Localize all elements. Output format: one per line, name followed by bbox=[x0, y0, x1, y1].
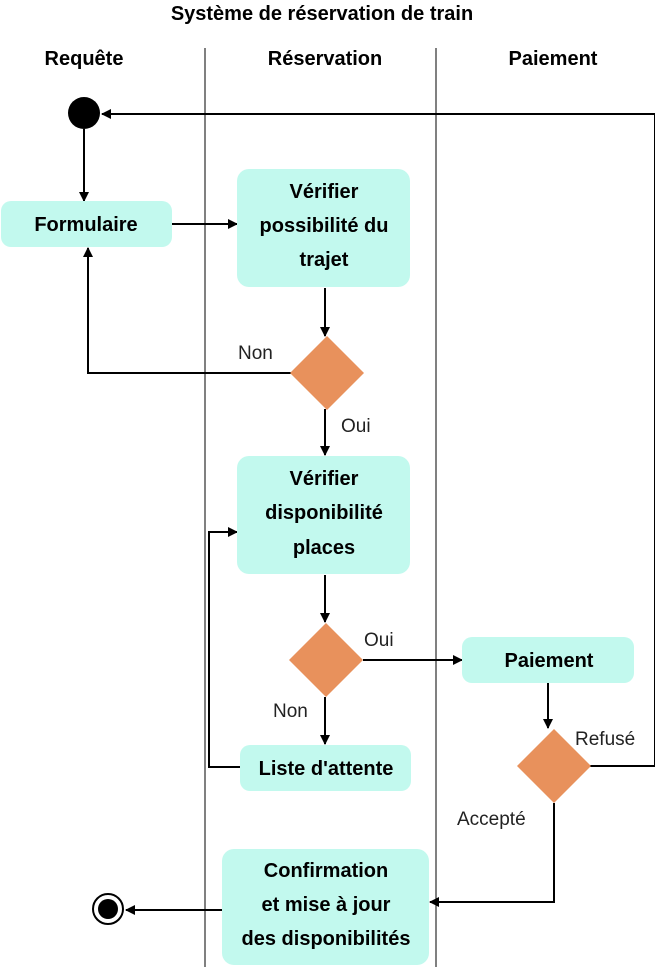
lane-header-paiement: Paiement bbox=[509, 48, 598, 70]
decision-paiement bbox=[517, 729, 591, 803]
activity-formulaire-label: Formulaire bbox=[34, 214, 137, 236]
activity-paiement bbox=[462, 637, 634, 683]
edge-liste-attente-loop bbox=[208, 527, 240, 768]
start-node bbox=[68, 97, 100, 129]
activity-verifier-trajet-line3: trajet bbox=[300, 249, 349, 271]
activity-confirmation-line3: des disponibilités bbox=[242, 928, 411, 950]
activity-paiement-label: Paiement bbox=[505, 650, 594, 672]
edge-decision-trajet-non bbox=[83, 247, 291, 374]
lane-header-requete: Requête bbox=[45, 48, 124, 70]
activity-formulaire bbox=[1, 201, 172, 247]
activity-verifier-trajet-line2: possibilité du bbox=[260, 215, 389, 237]
activity-confirmation bbox=[222, 849, 429, 965]
lane-header-reservation: Réservation bbox=[268, 48, 383, 70]
end-node bbox=[98, 899, 118, 919]
activity-verifier-places-line3: places bbox=[293, 537, 355, 559]
activity-confirmation-line1: Confirmation bbox=[264, 860, 388, 882]
edge-label-paiement-accepte: Accepté bbox=[457, 809, 526, 830]
edge-label-places-oui: Oui bbox=[364, 630, 394, 651]
edge-label-trajet-non: Non bbox=[238, 343, 273, 364]
activity-verifier-places-line1: Vérifier bbox=[290, 468, 359, 490]
activity-verifier-trajet bbox=[237, 169, 410, 287]
activity-liste-attente-label: Liste d'attente bbox=[259, 758, 394, 780]
diagram-title: Système de réservation de train bbox=[171, 3, 473, 25]
edge-label-trajet-oui: Oui bbox=[341, 416, 371, 437]
edge-paiement-accepte bbox=[429, 803, 555, 907]
activity-verifier-places-line2: disponibilité bbox=[265, 502, 383, 524]
activity-verifier-trajet-line1: Vérifier bbox=[290, 181, 359, 203]
decision-trajet bbox=[290, 336, 364, 410]
activity-liste-attente bbox=[240, 745, 411, 791]
activity-confirmation-line2: et mise à jour bbox=[262, 894, 391, 916]
activity-verifier-places bbox=[237, 456, 410, 574]
decision-places bbox=[289, 623, 363, 697]
edge-paiement-refuse bbox=[101, 109, 655, 767]
edge-label-paiement-refuse: Refusé bbox=[575, 729, 635, 750]
edge-label-places-non: Non bbox=[273, 701, 308, 722]
